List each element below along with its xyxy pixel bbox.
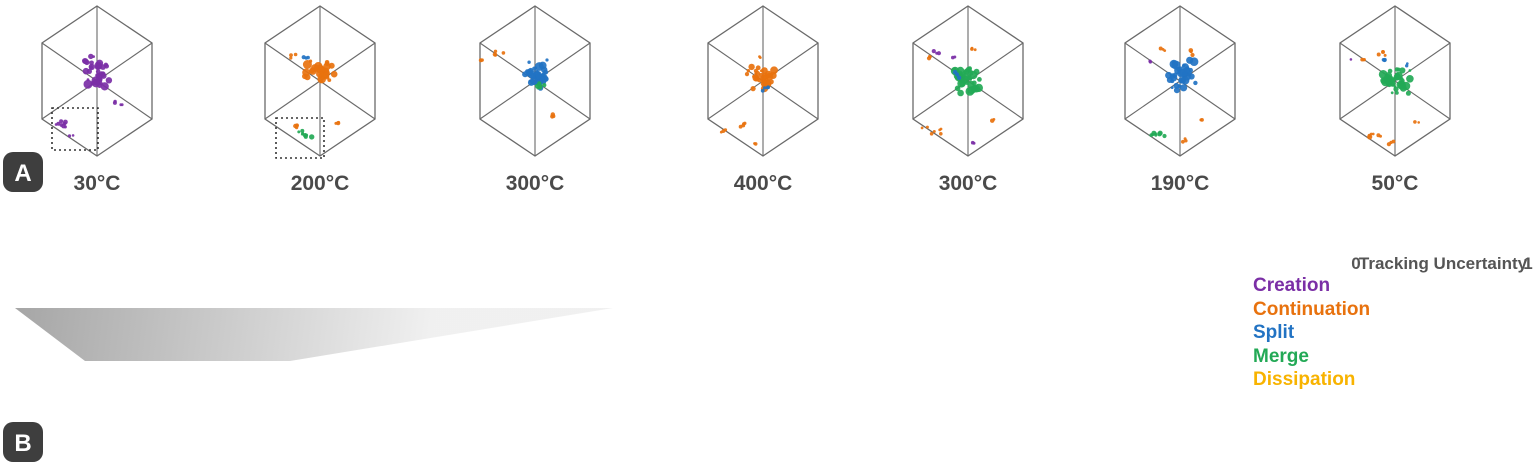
panel-b-letter: B xyxy=(14,430,31,457)
cube-plot-1 xyxy=(264,5,376,159)
scatter-cluster xyxy=(302,59,338,84)
scatter-cluster xyxy=(1149,130,1167,139)
scatter-cluster xyxy=(931,49,942,56)
scatter-cluster xyxy=(1199,118,1204,122)
scatter-cluster xyxy=(1181,137,1188,144)
legend-max-value: 1 xyxy=(1523,254,1532,273)
scatter-cluster xyxy=(82,53,95,66)
panel-b-badge-box xyxy=(3,422,43,462)
scatter-cluster xyxy=(1378,67,1414,96)
scatter-cluster xyxy=(1413,120,1420,124)
scatter-cluster xyxy=(951,55,957,60)
cube-plot-6 xyxy=(1339,5,1451,157)
cube-plots-layer xyxy=(41,5,1451,159)
panel-b-badge: B xyxy=(3,422,43,462)
cube-temp-labels: 30°C 200°C 300°C 400°C 300°C 190°C 50°C xyxy=(74,172,1419,195)
panel-a-badge: A xyxy=(3,152,43,192)
scatter-cluster xyxy=(719,128,728,134)
cube-plot-2 xyxy=(478,5,591,157)
scatter-cluster xyxy=(492,49,506,57)
scatter-cluster xyxy=(534,81,547,90)
cube-zoom-region-rect xyxy=(275,117,325,159)
scatter-cluster xyxy=(1360,57,1366,62)
scatter-cluster xyxy=(1148,59,1153,64)
scatter-cluster xyxy=(1158,46,1167,52)
temp-label-3: 400°C xyxy=(734,172,793,195)
scatter-cluster xyxy=(738,121,747,129)
inset-callout-shadow xyxy=(15,308,613,361)
scatter-cluster xyxy=(920,125,929,130)
scatter-cluster xyxy=(334,120,341,126)
scatter-cluster xyxy=(112,99,124,107)
scatter-cluster xyxy=(1188,48,1195,58)
scatter-cluster xyxy=(1165,56,1199,94)
legend-min-value: 0 xyxy=(1351,254,1360,273)
legend-title: Tracking Uncertainty xyxy=(1359,254,1528,273)
scatter-cluster xyxy=(990,118,996,123)
legend-label-continuation: Continuation xyxy=(1253,299,1370,320)
scatter-cluster xyxy=(1381,57,1387,63)
scatter-cluster xyxy=(82,59,113,91)
scatter-cluster xyxy=(1386,139,1396,147)
scatter-cluster xyxy=(301,55,310,60)
cube-plot-0 xyxy=(41,5,153,157)
scatter-cluster xyxy=(952,69,962,81)
temp-label-5: 190°C xyxy=(1151,172,1210,195)
temp-label-4: 300°C xyxy=(939,172,998,195)
legend: 0 Tracking Uncertainty 1 Creation Contin… xyxy=(1253,254,1533,390)
legend-label-creation: Creation xyxy=(1253,275,1330,296)
temp-label-1: 200°C xyxy=(291,172,350,195)
scatter-cluster xyxy=(293,123,299,130)
temp-label-6: 50°C xyxy=(1372,172,1419,195)
scatter-cluster xyxy=(758,55,762,59)
scatter-cluster xyxy=(550,112,556,119)
inset-callout-shadow-shape xyxy=(15,308,613,361)
scatter-cluster xyxy=(970,46,977,52)
scatter-cluster xyxy=(297,128,315,140)
panel-a-badge-box xyxy=(3,152,43,192)
scatter-cluster xyxy=(289,52,298,60)
scatter-cluster xyxy=(926,54,932,61)
panel-a-letter: A xyxy=(14,160,31,187)
temp-label-0: 30°C xyxy=(74,172,121,195)
cube-plot-3 xyxy=(707,5,819,157)
legend-label-dissipation: Dissipation xyxy=(1253,369,1355,390)
scatter-cluster xyxy=(744,63,778,93)
legend-label-merge: Merge xyxy=(1253,346,1309,367)
scatter-cluster xyxy=(478,58,484,63)
temp-label-2: 300°C xyxy=(506,172,565,195)
cube-zoom-region-rect xyxy=(51,107,99,151)
scatter-cluster xyxy=(54,119,68,129)
cube-plot-4 xyxy=(912,5,1024,157)
scatter-cluster xyxy=(760,85,771,93)
scatter-cluster xyxy=(950,66,983,97)
cube-plot-5 xyxy=(1124,5,1236,157)
scatter-cluster xyxy=(67,134,75,138)
scatter-cluster xyxy=(1405,62,1409,68)
scatter-cluster xyxy=(970,140,976,145)
scatter-cluster xyxy=(929,127,943,136)
scatter-cluster xyxy=(1349,58,1353,61)
legend-label-split: Split xyxy=(1253,322,1295,343)
scatter-cluster xyxy=(1376,50,1387,57)
scatter-cluster xyxy=(1367,132,1382,140)
scatter-cluster xyxy=(753,142,758,146)
